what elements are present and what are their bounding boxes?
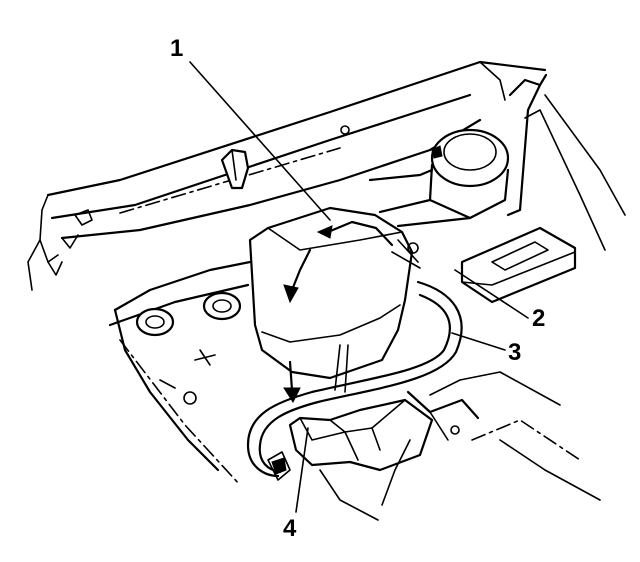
callout-label-2: 2 (532, 305, 545, 332)
callout-label-3: 3 (508, 339, 521, 366)
flow-arrow-down (283, 360, 301, 404)
mounting-bracket (460, 226, 577, 304)
panel-clip (220, 148, 250, 190)
lower-frame (319, 371, 601, 521)
leader-line-3 (451, 332, 506, 351)
leader-line-1 (189, 61, 331, 221)
leader-line-2 (454, 269, 529, 319)
callout-label-4: 4 (283, 515, 297, 542)
right-strut (506, 73, 626, 251)
callout-label-1: 1 (170, 35, 183, 62)
leader-line-4 (295, 427, 309, 513)
lower-bracket (288, 390, 480, 472)
reservoir-cap (368, 128, 510, 228)
leader-lines (189, 61, 529, 513)
overflow-hose (246, 280, 463, 481)
radiator-support (108, 260, 252, 486)
upper-body-panel (27, 60, 547, 291)
coolant-reservoir (248, 206, 421, 393)
